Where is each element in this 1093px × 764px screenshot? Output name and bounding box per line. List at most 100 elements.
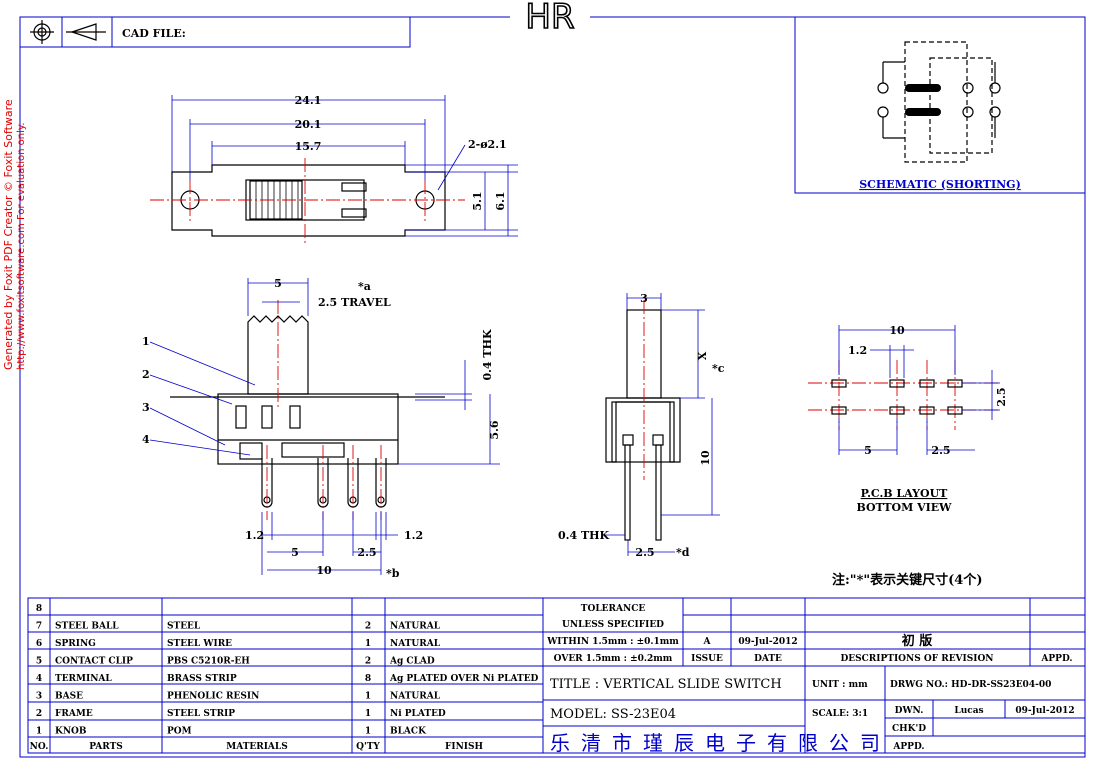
bom-cell-material: STEEL	[167, 622, 201, 632]
bom-cell-no: 7	[36, 622, 42, 632]
scale-text: SCALE: 3:1	[812, 709, 868, 719]
drawing-number: DRWG NO.: HD-DR-SS23E04-00	[890, 680, 1051, 690]
bom-header-parts: PARTS	[89, 742, 123, 752]
tolerance-title: TOLERANCE	[581, 604, 646, 614]
dim-15-7: 15.7	[295, 140, 322, 153]
hr-logo-icon: HR	[510, 0, 590, 38]
dwn-name: Lucas	[954, 706, 983, 716]
bom-cell-material: POM	[167, 727, 192, 737]
bom-cell-qty: 2	[365, 657, 371, 667]
pcb-dim-5: 5	[864, 444, 872, 457]
bom-cell-part: FRAME	[55, 709, 93, 719]
bom-cell-qty: 1	[365, 692, 371, 702]
schematic-box	[794, 16, 1086, 194]
callout-2: 2	[142, 368, 150, 381]
side-dim-x: X	[696, 351, 709, 360]
pcb-dim-2-5: 2.5	[931, 444, 950, 457]
star-a: *a	[358, 280, 371, 293]
revision-date: 09-Jul-2012	[738, 637, 797, 647]
key-dimension-note: 注:"*"表示关键尺寸(4个)	[832, 572, 983, 588]
bom-cell-part: STEEL BALL	[55, 622, 119, 632]
dim-pin-1-2-right: 1.2	[404, 529, 423, 542]
bom-cell-part: TERMINAL	[55, 674, 112, 684]
cad-file-box	[19, 16, 411, 48]
dwn-label: DWN.	[895, 706, 924, 716]
title-text: TITLE : VERTICAL SLIDE SWITCH	[550, 677, 782, 692]
side-view	[605, 293, 720, 556]
dim-pin-5: 5	[291, 546, 299, 559]
dim-6-1: 6.1	[494, 191, 507, 210]
bom-cell-part: KNOB	[55, 727, 87, 737]
bom-cell-finish: NATURAL	[390, 622, 441, 632]
chkd-label: CHK'D	[892, 724, 926, 734]
bom-cell-finish: BLACK	[390, 727, 427, 737]
issue-label: ISSUE	[691, 654, 723, 664]
bom-cell-no: 6	[36, 639, 42, 649]
bom-cell-material: PHENOLIC RESIN	[167, 692, 259, 702]
cad-file-label: CAD FILE:	[122, 27, 186, 40]
date-label: DATE	[754, 654, 782, 664]
model-text: MODEL: SS-23E04	[550, 707, 676, 722]
bom-cell-no: 5	[36, 657, 42, 667]
tolerance-subtitle: UNLESS SPECIFIED	[562, 620, 664, 630]
dim-pin-10: 10	[316, 564, 332, 577]
bom-cell-material: STEEL WIRE	[167, 639, 232, 649]
pcb-bottom-view: BOTTOM VIEW	[856, 501, 952, 514]
dim-24-1: 24.1	[295, 94, 322, 107]
bom-cell-finish: NATURAL	[390, 639, 441, 649]
bom-header-qty: Q'TY	[356, 742, 380, 752]
tolerance-over: OVER 1.5mm : ±0.2mm	[554, 654, 673, 664]
bom-cell-no: 8	[36, 604, 42, 614]
revision-issue: A	[703, 637, 712, 647]
bom-cell-no: 4	[36, 674, 42, 684]
watermark-line2: http://www.foxitsoftware.com For evaluat…	[16, 122, 27, 370]
bom-cell-no: 3	[36, 692, 42, 702]
tolerance-within: WITHIN 1.5mm : ±0.1mm	[546, 637, 679, 647]
title-block	[542, 597, 1086, 754]
bom-cell-qty: 8	[365, 674, 371, 684]
callout-4: 4	[142, 433, 150, 446]
pcb-label: P.C.B LAYOUT	[861, 487, 949, 500]
projection-symbol-icon	[30, 20, 106, 44]
side-dim-10: 10	[699, 450, 712, 466]
company-name: 乐清市瑾辰电子有限公司	[550, 731, 880, 755]
revision-appd-label: APPD.	[1040, 654, 1072, 664]
dim-5-6: 5.6	[488, 420, 501, 439]
schematic-label: SCHEMATIC (SHORTING)	[859, 178, 1021, 191]
dim-knob-5: 5	[274, 277, 282, 290]
dim-pin-1-2-left: 1.2	[245, 529, 264, 542]
bom-cell-no: 2	[36, 709, 42, 719]
bom-cell-qty: 1	[365, 639, 371, 649]
bom-cell-finish: Ag PLATED OVER Ni PLATED	[389, 674, 539, 684]
top-view	[150, 95, 518, 245]
star-b: *b	[386, 567, 400, 580]
watermark-line1: Generated by Foxit PDF Creator © Foxit S…	[2, 99, 15, 370]
bom-header-finish: FINISH	[445, 742, 484, 752]
dim-hole: 2-ø2.1	[468, 138, 507, 151]
star-d: *d	[676, 546, 690, 559]
dim-pin-2-5: 2.5	[357, 546, 376, 559]
callout-3: 3	[142, 401, 150, 414]
bom-cell-material: BRASS STRIP	[167, 674, 237, 684]
bom-table	[27, 597, 544, 754]
pcb-layout	[808, 325, 1000, 455]
pcb-dim-1-2: 1.2	[848, 344, 867, 357]
pcb-dim-10: 10	[889, 324, 905, 337]
svg-text:HR: HR	[525, 0, 574, 37]
bom-cell-finish: Ni PLATED	[390, 709, 446, 719]
bom-cell-no: 1	[36, 727, 42, 737]
bom-cell-finish: NATURAL	[390, 692, 441, 702]
revision-description: 初 版	[902, 633, 933, 649]
dim-5-1: 5.1	[471, 191, 484, 210]
bom-cell-material: PBS C5210R-EH	[167, 657, 250, 667]
bom-cell-material: STEEL STRIP	[167, 709, 235, 719]
front-view	[149, 278, 500, 575]
schematic-diagram	[877, 41, 1001, 163]
side-dim-2-5: 2.5	[635, 546, 654, 559]
side-dim-thk: 0.4 THK	[558, 529, 610, 542]
pcb-dim-2-5-vert: 2.5	[995, 387, 1008, 406]
dim-20-1: 20.1	[295, 118, 322, 131]
dwn-date: 09-Jul-2012	[1015, 706, 1074, 716]
side-dim-3: 3	[640, 292, 648, 305]
